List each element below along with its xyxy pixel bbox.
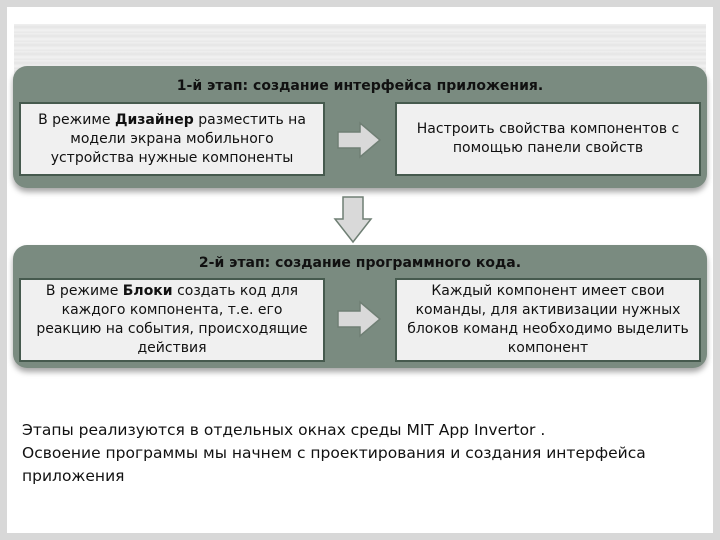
right-arrow-icon — [337, 121, 382, 159]
stage2-left-text: В режиме Блоки создать код для каждого к… — [36, 283, 308, 356]
stage2-right-box: Каждый компонент имеет свои команды, для… — [395, 278, 701, 362]
stage1-panel: 1-й этап: создание интерфейса приложения… — [13, 66, 707, 188]
note-line-2: Освоение программы мы начнем с проектиро… — [22, 444, 646, 485]
stage2-left-box: В режиме Блоки создать код для каждого к… — [19, 278, 325, 362]
note-text: Этапы реализуются в отдельных окнах сред… — [22, 419, 702, 488]
stage1-right-text: Настроить свойства компонентов с помощью… — [416, 121, 680, 156]
right-arrow-icon — [337, 300, 382, 338]
stage2-panel: 2-й этап: создание программного кода. В … — [13, 245, 707, 368]
stage1-title: 1-й этап: создание интерфейса приложения… — [176, 78, 544, 94]
stage1-left-text: В режиме Дизайнер разместить на модели э… — [38, 111, 306, 166]
stage2-right-text: Каждый компонент имеет свои команды, для… — [407, 283, 689, 356]
stage1-right-box: Настроить свойства компонентов с помощью… — [395, 102, 701, 176]
stage1-left-box: В режиме Дизайнер разместить на модели э… — [19, 102, 325, 176]
note-line-1: Этапы реализуются в отдельных окнах сред… — [22, 421, 546, 439]
down-arrow-icon — [333, 196, 373, 244]
stage2-title: 2-й этап: создание программного кода. — [198, 255, 522, 271]
